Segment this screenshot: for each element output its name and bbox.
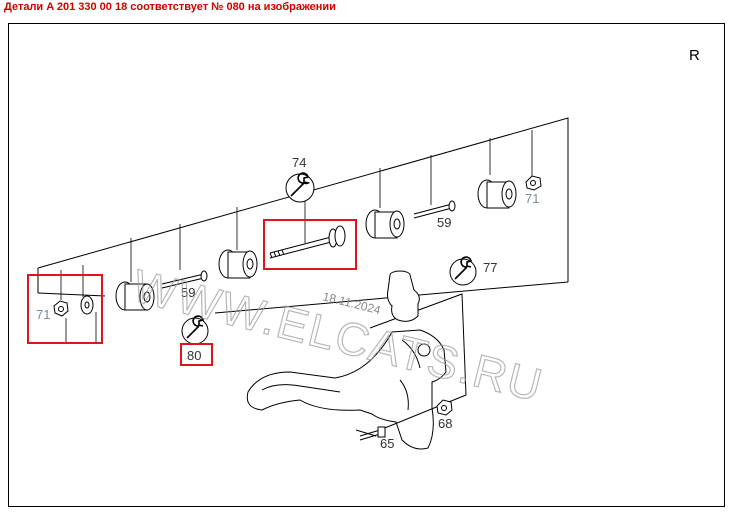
bolt-part-65 [359,426,386,441]
callout-77: 77 [483,260,497,275]
control-arm-part [246,329,447,450]
bushing-part-1 [115,281,155,311]
wrench-icon-77 [449,256,477,286]
leader-lines [60,130,533,342]
rubber-boot-part [387,270,420,322]
callout-71-left: 71 [36,307,50,322]
bushing-part-4 [477,179,517,209]
bushing-part-2 [218,249,258,279]
nut-part-left [53,300,69,317]
assembly-plate [37,117,569,314]
highlight-box-washer-nut [27,274,103,344]
highlight-box-callout-80 [180,343,213,366]
callout-71-right: 71 [525,191,539,206]
callout-59-left: 59 [181,285,195,300]
washer-part-left [80,295,94,315]
callout-74: 74 [292,155,306,170]
diagram-frame [8,23,725,507]
nut-part-right [525,175,542,191]
callout-59-right: 59 [437,215,451,230]
highlight-box-long-bolt [263,219,357,270]
bolt-part-right [413,200,456,219]
corner-label: R [689,47,700,64]
bolt-part-left [161,270,208,289]
wrench-icon-74 [285,172,315,203]
callout-65: 65 [380,436,394,451]
header-title: Детали A 201 330 00 18 соответствует № 0… [4,1,336,13]
nut-part-68 [436,399,453,416]
wrench-icon-80 [181,315,209,345]
bushing-part-3 [365,209,405,239]
callout-80: 80 [187,348,201,363]
callout-68: 68 [438,416,452,431]
long-bolt-part-80 [269,225,346,259]
